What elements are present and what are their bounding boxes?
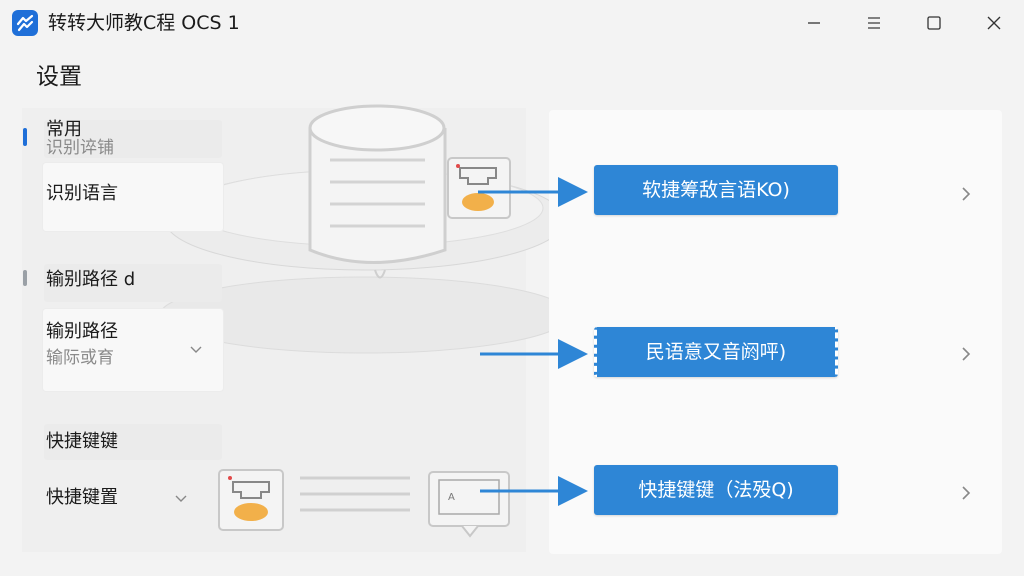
close-button[interactable] — [964, 0, 1024, 46]
maximize-button[interactable] — [904, 0, 964, 46]
restore-icon — [868, 17, 880, 29]
title-bar: 转转大师教C程 OCS 1 — [0, 0, 1024, 46]
scanner-icon — [447, 157, 511, 219]
section-indicator — [23, 128, 27, 146]
section-title-shortcut: 快捷键键 — [46, 431, 118, 452]
action-button-3[interactable]: 快捷键键（法殁Q) — [594, 465, 838, 515]
minimize-button[interactable] — [784, 0, 844, 46]
section-header-general — [44, 120, 222, 158]
svg-text:A: A — [448, 492, 455, 503]
setting-label-shortcut: 快捷键置 — [46, 487, 118, 508]
chevron-right-icon[interactable] — [960, 485, 972, 501]
section-header-output — [44, 264, 222, 302]
divider-lines — [300, 476, 410, 512]
minimize-icon — [808, 22, 820, 24]
window-title: 转转大师教C程 OCS 1 — [48, 12, 240, 34]
section-indicator — [23, 270, 27, 286]
scanner-icon — [218, 469, 284, 531]
maximize-icon — [927, 16, 941, 30]
chevron-down-icon[interactable] — [189, 345, 203, 355]
section-header-shortcut — [44, 424, 222, 460]
chevron-down-icon[interactable] — [174, 494, 188, 504]
action-button-1[interactable]: 软捷筹敌言语KO) — [594, 165, 838, 215]
setting-value-output-path: 输际或育 — [46, 348, 114, 368]
action-button-2[interactable]: 民语意又音阏呯) — [594, 327, 838, 377]
setting-label-language: 识别语言 — [46, 183, 118, 204]
section-subtitle-general: 识别谇铺 — [46, 138, 114, 158]
section-title-general: 常用 — [46, 119, 82, 140]
chevron-right-icon[interactable] — [960, 346, 972, 362]
chevron-right-icon[interactable] — [960, 186, 972, 202]
image-icon: A — [428, 471, 510, 538]
setting-label-output-path: 输别路径 — [46, 321, 118, 342]
section-title-output: 输别路径 d — [46, 269, 136, 290]
app-logo-icon — [12, 10, 38, 36]
close-icon — [987, 16, 1001, 30]
page-title: 设置 — [36, 64, 82, 90]
restore-button[interactable] — [844, 0, 904, 46]
setting-card-language[interactable] — [42, 162, 224, 232]
